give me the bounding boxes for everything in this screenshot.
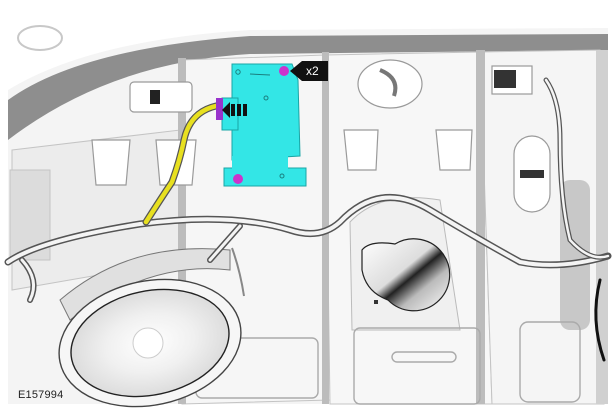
- panel-pockets: [91, 59, 551, 213]
- quantity-callout: x2: [306, 64, 319, 78]
- wiring-harness: [4, 77, 612, 362]
- figure-id-label: E157994: [18, 389, 64, 401]
- fastener-bottom: [233, 174, 243, 184]
- disconnect-arrow-icon: [222, 102, 247, 118]
- panel-opening: [349, 197, 461, 331]
- quantity-callout-icon: [290, 61, 328, 81]
- speaker: [58, 247, 245, 408]
- module-connector-wire: [142, 102, 220, 226]
- fastener-top: [279, 66, 289, 76]
- window-frame-band: [8, 14, 608, 140]
- electronic-module: [221, 63, 307, 187]
- connector-housing: [216, 98, 223, 120]
